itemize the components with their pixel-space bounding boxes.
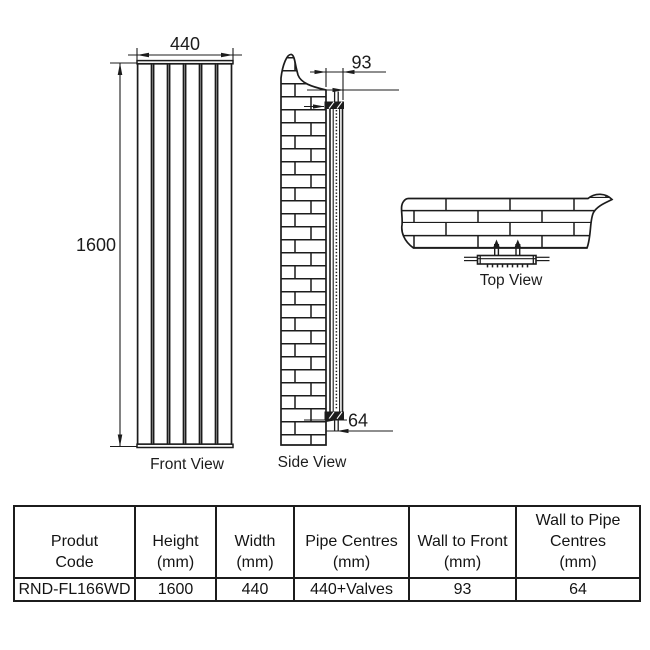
front-width-dimension: 440: [128, 34, 242, 60]
cell-pipe-centres: 440+Valves: [293, 577, 410, 602]
radiator-panel: [184, 62, 201, 446]
radiator-side-profile: [329, 106, 344, 414]
cell-wall-to-pipe-centres: 64: [515, 577, 641, 602]
side-view: 93 64 Side View: [278, 53, 399, 471]
header-pipe-centres: Pipe Centres (mm): [293, 505, 410, 579]
side-wall-to-front-value: 93: [352, 53, 372, 73]
pipe-fixings: [493, 239, 522, 256]
arrowhead-icon: [332, 87, 344, 93]
cell-height: 1600: [134, 577, 217, 602]
front-view: 440 1600 Front View: [76, 34, 242, 473]
cell-width: 440: [215, 577, 295, 602]
arrowhead-icon: [117, 63, 123, 75]
arrowhead-icon: [221, 52, 233, 58]
cell-product-code: RND-FL166WD: [13, 577, 136, 602]
side-wall-to-front-dimension: 93: [304, 53, 399, 109]
header-width: Width (mm): [215, 505, 295, 579]
arrowhead-icon: [325, 417, 337, 423]
front-width-value: 440: [170, 34, 200, 54]
side-view-label: Side View: [278, 454, 347, 471]
spec-table: Produt Code Height (mm) Width (mm) Pipe …: [13, 505, 641, 602]
spec-table-header-row: Produt Code Height (mm) Width (mm) Pipe …: [13, 505, 641, 579]
radiator-front-body: [136, 59, 234, 449]
fixing-arrow-icon: [514, 239, 522, 248]
flute-ticks: [486, 264, 529, 268]
radiator-panel: [168, 62, 185, 446]
fixing-arrow-icon: [493, 239, 500, 248]
arrowhead-icon: [313, 104, 325, 109]
arrowhead-icon: [314, 69, 326, 75]
arrowhead-icon: [137, 52, 149, 58]
radiator-panel: [152, 62, 169, 446]
radiator-panel: [216, 62, 233, 446]
radiator-top-body: [464, 254, 550, 268]
top-view: Top View: [400, 193, 614, 289]
top-wall-bricks: [401, 194, 612, 248]
radiator-panel: [136, 62, 153, 446]
arrowhead-icon: [117, 434, 123, 447]
side-wall-to-pipe-dimension: 64: [304, 411, 393, 434]
front-height-value: 1600: [76, 235, 116, 255]
arrowhead-icon: [337, 428, 349, 434]
header-wall-to-pipe-centres: Wall to Pipe Centres (mm): [515, 505, 641, 579]
radiator-panel: [200, 62, 217, 446]
front-height-dimension: 1600: [76, 62, 137, 448]
bottom-bracket: [324, 411, 344, 431]
front-view-label: Front View: [150, 456, 225, 473]
side-wall-to-pipe-value: 64: [348, 411, 368, 431]
cell-wall-to-front: 93: [408, 577, 517, 602]
header-product-code: Produt Code: [13, 505, 136, 579]
spec-table-data-row: RND-FL166WD 1600 440 440+Valves 93 64: [13, 577, 641, 602]
header-wall-to-front: Wall to Front (mm): [408, 505, 517, 579]
arrowhead-icon: [343, 69, 355, 75]
header-height: Height (mm): [134, 505, 217, 579]
top-view-label: Top View: [480, 272, 543, 289]
top-bracket: [324, 91, 344, 109]
side-wall-bricks: [281, 54, 326, 446]
